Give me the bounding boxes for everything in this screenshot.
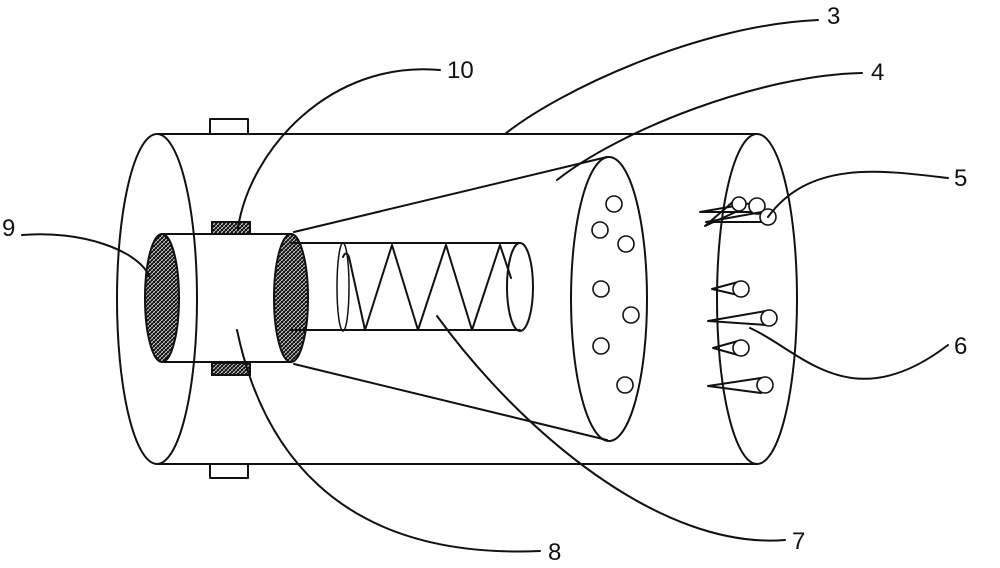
leader-3 (504, 19, 819, 135)
nozzle (711, 280, 750, 298)
spiral-coil (342, 244, 512, 331)
label-9: 9 (2, 215, 15, 242)
clamp-pads (211, 221, 251, 376)
leader-4 (556, 72, 863, 181)
spiral-tube-end (506, 242, 534, 332)
label-8: 8 (548, 539, 561, 566)
leader-lines (21, 19, 949, 553)
cone-holes (591, 195, 640, 394)
cone-top-edge (293, 156, 608, 233)
leader-7 (436, 315, 786, 542)
leader-10 (237, 68, 441, 229)
leader-6 (749, 327, 949, 380)
label-7: 7 (792, 528, 805, 555)
label-4: 4 (871, 59, 884, 86)
cone-hole (622, 306, 640, 324)
spiral-start-ring (336, 242, 350, 332)
cone-hole (617, 235, 635, 253)
outer-cylinder-right-end (716, 133, 798, 465)
cone-hole (605, 195, 623, 213)
nozzle (707, 376, 774, 394)
spiral-tube (290, 242, 534, 332)
leader-5 (767, 170, 949, 218)
cone (293, 156, 648, 442)
clamp-pad-bottom (211, 362, 251, 376)
cone-bottom-edge (293, 363, 608, 441)
filter-screen-right (273, 233, 309, 363)
label-10: 10 (447, 57, 474, 84)
cone-hole (592, 337, 610, 355)
clamp-pad-top (211, 221, 251, 235)
filter-screen-left (144, 233, 180, 363)
part-labels: 3 4 5 6 7 8 9 10 (2, 3, 967, 566)
inner-cylinder (144, 233, 309, 363)
cone-hole (616, 376, 634, 394)
bottom-bracket (209, 463, 249, 479)
cone-hole (591, 221, 609, 239)
outer-cylinder (116, 118, 798, 479)
top-bracket (209, 118, 249, 135)
cone-hole (592, 280, 610, 298)
label-3: 3 (827, 3, 840, 30)
nozzle (712, 339, 750, 357)
cone-wide-end (570, 156, 648, 442)
nozzle (704, 196, 747, 227)
nozzle (707, 309, 778, 327)
label-6: 6 (954, 333, 967, 360)
leader-9 (21, 233, 151, 279)
leader-8 (236, 329, 541, 553)
nozzle-array (699, 196, 778, 394)
label-5: 5 (954, 165, 967, 192)
